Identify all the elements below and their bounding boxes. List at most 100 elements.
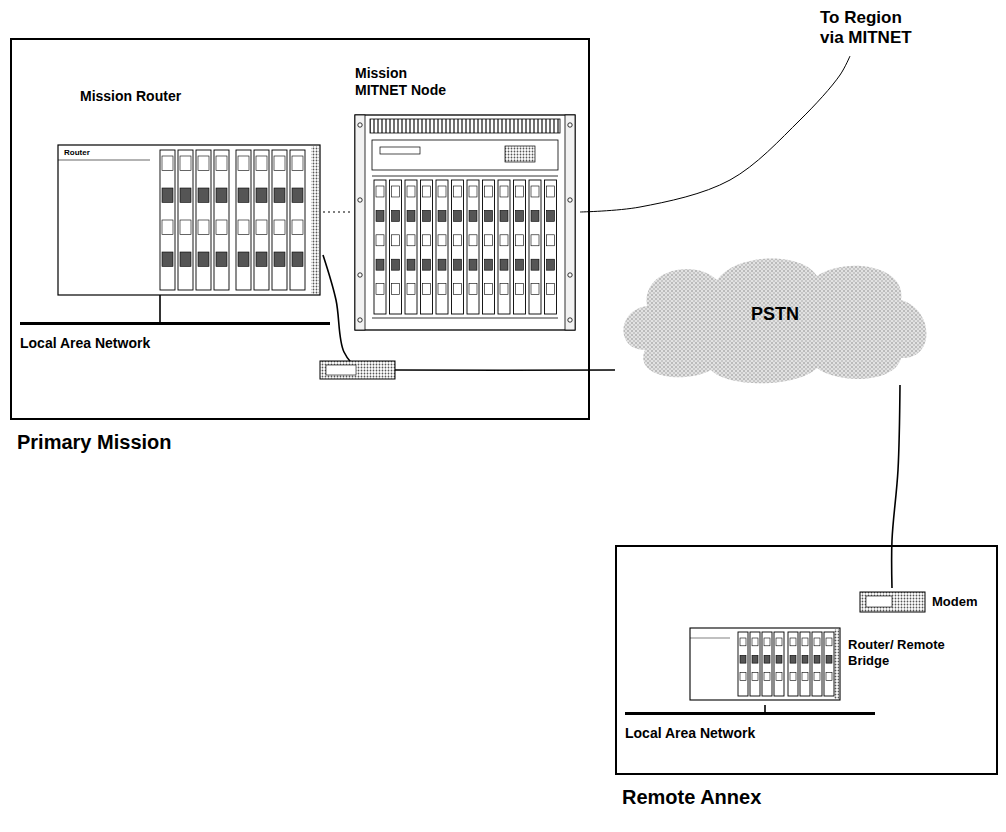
rack-screw xyxy=(358,273,362,277)
module-card xyxy=(374,180,386,314)
device-label: Router/ Remote Bridge xyxy=(848,637,958,668)
lan-segment: Local Area Network xyxy=(625,712,875,752)
network-link xyxy=(580,56,850,212)
card-port xyxy=(469,259,477,270)
card-port xyxy=(423,186,431,197)
rack-screw xyxy=(568,318,572,322)
card-port xyxy=(238,156,249,170)
card-port xyxy=(423,210,431,221)
annex-boundary: ModemRouter/ Remote BridgeLocal Area Net… xyxy=(615,545,998,775)
card-port xyxy=(814,638,820,646)
link-destination: To Region via MITNET xyxy=(820,8,928,49)
card-port xyxy=(438,259,446,270)
card-port xyxy=(547,284,555,295)
module-card xyxy=(788,632,798,696)
module-card xyxy=(178,150,193,290)
region-link: To Region via MITNET xyxy=(820,8,970,56)
card-port xyxy=(802,673,808,681)
mitnet-node: Mission MITNET Node xyxy=(350,65,580,333)
remote-modem xyxy=(860,592,925,612)
module-card xyxy=(236,150,251,290)
card-port xyxy=(764,673,770,681)
mission-boundary: Mission RouterRouterMission MITNET NodeL… xyxy=(10,38,590,420)
mission-router-chassis xyxy=(58,145,320,295)
card-port xyxy=(162,252,173,266)
card-port xyxy=(485,186,493,197)
card-port xyxy=(292,188,303,202)
card-port xyxy=(516,186,524,197)
card-port xyxy=(256,252,267,266)
card-port xyxy=(531,284,539,295)
card-port xyxy=(198,188,209,202)
card-port xyxy=(469,284,477,295)
card-port xyxy=(752,655,758,663)
module-card xyxy=(272,150,287,290)
card-port xyxy=(423,284,431,295)
module-card xyxy=(214,150,229,290)
card-port xyxy=(376,284,384,295)
card-port xyxy=(776,655,782,663)
card-port xyxy=(500,186,508,197)
device-badge: Router xyxy=(64,148,90,158)
card-port xyxy=(407,210,415,221)
card-port xyxy=(740,638,746,646)
card-port xyxy=(438,186,446,197)
card-port xyxy=(423,235,431,246)
cloud-label: PSTN xyxy=(615,304,935,326)
card-port xyxy=(238,252,249,266)
module-card xyxy=(160,150,175,290)
lan-label: Local Area Network xyxy=(625,725,755,742)
card-port xyxy=(198,220,209,234)
card-port xyxy=(547,235,555,246)
card-port xyxy=(485,284,493,295)
rack-screw xyxy=(568,198,572,202)
card-port xyxy=(790,655,796,663)
network-link xyxy=(892,385,900,588)
card-port xyxy=(531,210,539,221)
card-port xyxy=(392,235,400,246)
rack-screw xyxy=(358,198,362,202)
card-port xyxy=(407,284,415,295)
card-port xyxy=(454,210,462,221)
card-port xyxy=(454,186,462,197)
card-port xyxy=(407,186,415,197)
boundary-heading: Primary Mission xyxy=(17,430,172,454)
card-port xyxy=(531,186,539,197)
card-port xyxy=(180,188,191,202)
card-port xyxy=(826,655,832,663)
device-label: Modem xyxy=(932,594,978,610)
module-card xyxy=(196,150,211,290)
card-port xyxy=(292,252,303,266)
network-link xyxy=(323,211,350,213)
card-port xyxy=(485,235,493,246)
card-port xyxy=(776,673,782,681)
card-port xyxy=(740,655,746,663)
card-port xyxy=(274,220,285,234)
card-port xyxy=(454,259,462,270)
card-port xyxy=(376,259,384,270)
module-card xyxy=(421,180,433,314)
module-card xyxy=(514,180,526,314)
module-card xyxy=(405,180,417,314)
card-port xyxy=(814,655,820,663)
card-port xyxy=(198,252,209,266)
module-card xyxy=(290,150,305,290)
pstn-cloud: PSTN xyxy=(615,250,935,385)
card-port xyxy=(162,188,173,202)
card-port xyxy=(180,220,191,234)
module-card xyxy=(762,632,772,696)
card-port xyxy=(485,210,493,221)
card-port xyxy=(500,210,508,221)
card-port xyxy=(752,673,758,681)
module-card xyxy=(738,632,748,696)
rack-screw xyxy=(358,123,362,127)
card-port xyxy=(376,210,384,221)
rack-screw xyxy=(358,318,362,322)
card-port xyxy=(516,259,524,270)
card-port xyxy=(790,673,796,681)
card-port xyxy=(500,284,508,295)
device-label: Mission MITNET Node xyxy=(355,65,459,99)
card-port xyxy=(500,235,508,246)
module-card xyxy=(529,180,541,314)
